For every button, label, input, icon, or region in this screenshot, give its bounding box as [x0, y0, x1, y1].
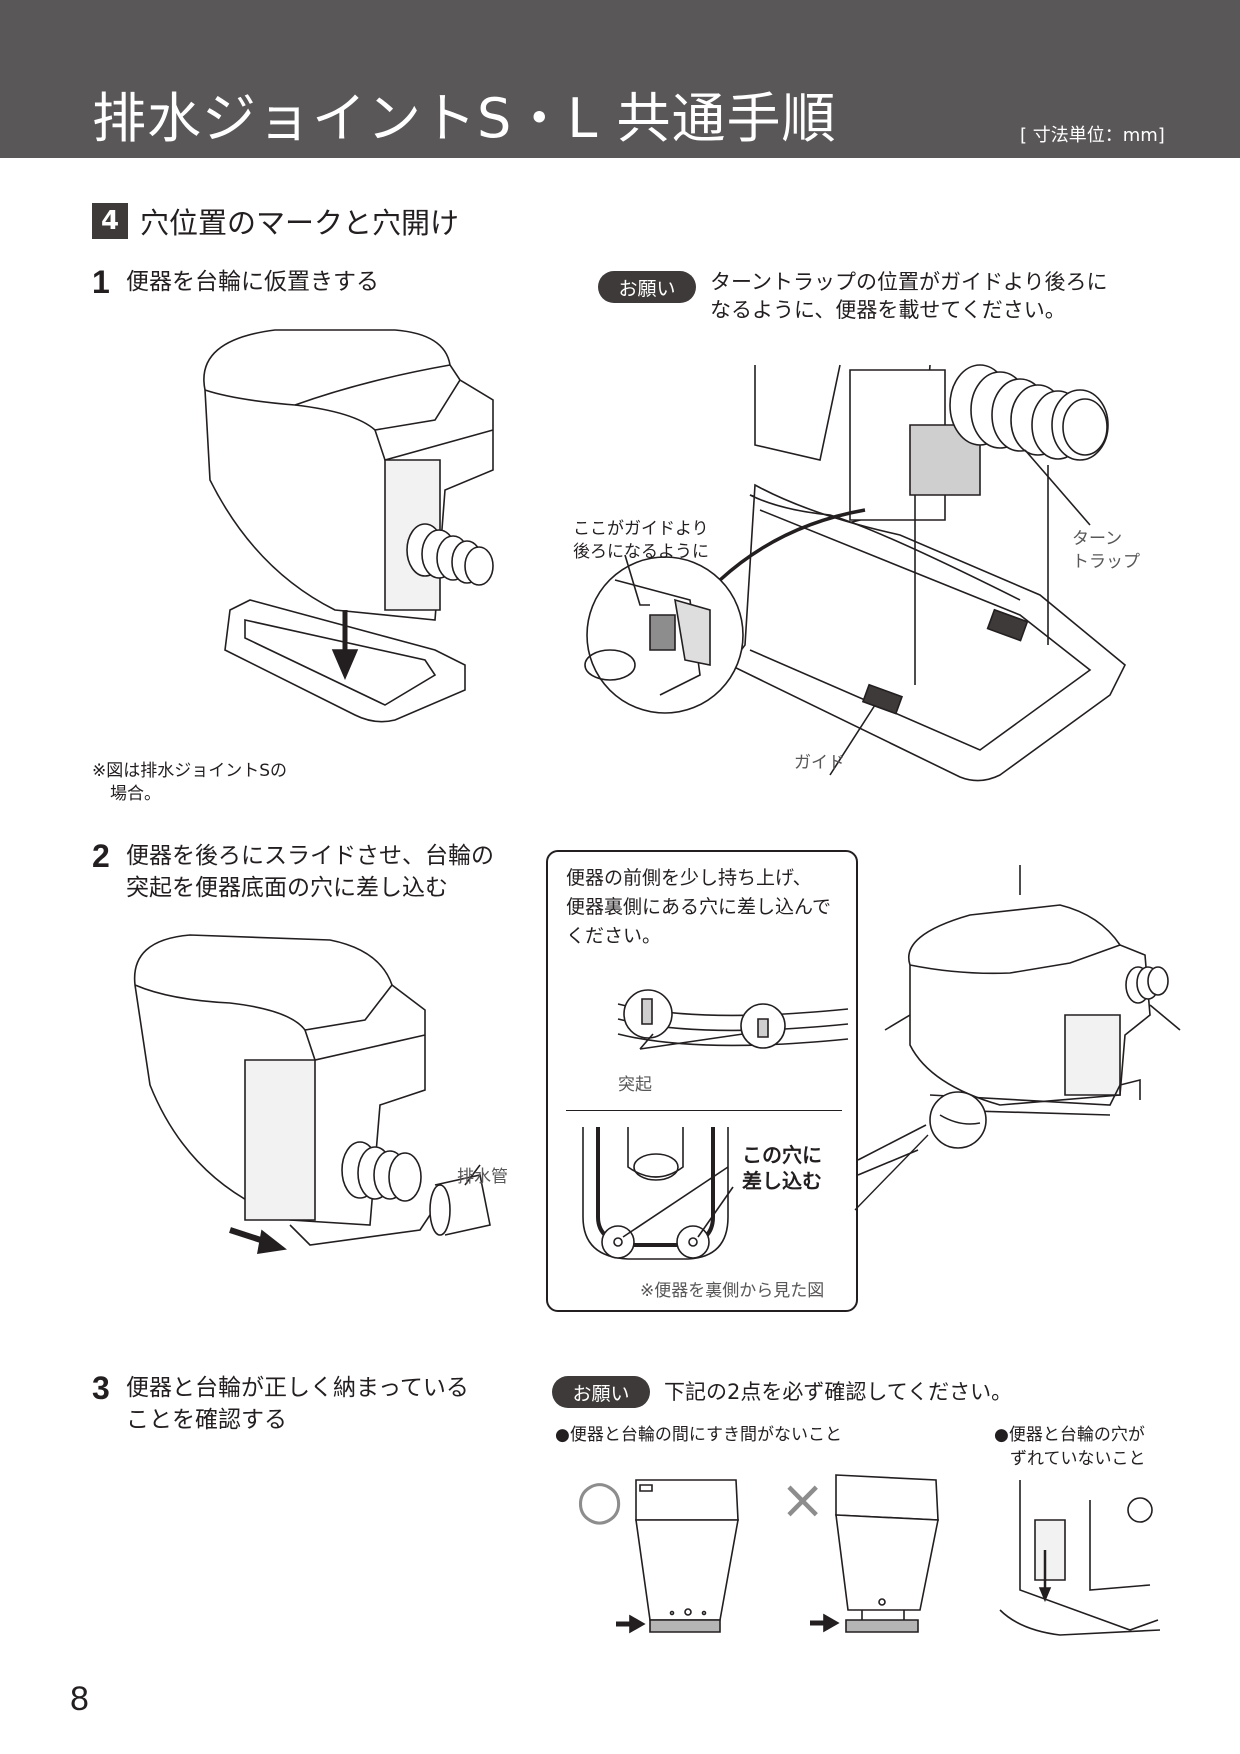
request1-badge: お願い	[598, 271, 696, 303]
instruction-box: 便器の前側を少し持ち上げ、 便器裏側にある穴に差し込んで ください。 突起	[546, 850, 858, 1312]
callout-guide-line1: ここがガイドより	[573, 519, 709, 539]
label-protrusion: 突起	[618, 1075, 652, 1095]
request2-badge: お願い	[552, 1376, 650, 1408]
unit-note: [ 寸法単位：mm]	[1020, 125, 1165, 146]
step1-note-line1: ※図は排水ジョイントSの	[92, 761, 288, 781]
section-title: 穴位置のマークと穴開け	[140, 206, 460, 240]
request1-line2: なるように、便器を載せてください。	[710, 298, 1066, 322]
check2-line2: ずれていないこと	[1010, 1449, 1146, 1469]
lifted-toilet-illustration	[860, 865, 1190, 1165]
check1-text: ●便器と台輪の間にすき間がないこと	[555, 1425, 843, 1445]
bad-mark-icon: ×	[780, 1468, 826, 1531]
turntrap-guide-illustration	[580, 365, 1160, 815]
box-divider	[566, 1110, 842, 1111]
box-line2: 便器裏側にある穴に差し込んで	[566, 896, 832, 918]
label-guide: ガイド	[794, 753, 845, 773]
page-title: 排水ジョイントS・L 共通手順	[92, 87, 837, 150]
step1-text: 便器を台輪に仮置きする	[126, 269, 379, 295]
label-hole-line2: 差し込む	[742, 1169, 822, 1193]
request1-line1: ターントラップの位置がガイドより後ろに	[710, 270, 1108, 294]
box-line1: 便器の前側を少し持ち上げ、	[566, 867, 812, 889]
page-number: 8	[70, 1680, 89, 1718]
underside-detail	[578, 1127, 758, 1277]
step2-line1: 便器を後ろにスライドさせ、台輪の	[126, 843, 494, 869]
step2-line2: 突起を便器底面の穴に差し込む	[126, 875, 448, 901]
section-number: 4	[92, 203, 128, 239]
label-hole-line1: この穴に	[742, 1143, 822, 1167]
protrusion-detail	[618, 964, 848, 1084]
label-drainpipe: 排水管	[457, 1167, 508, 1187]
good-mark-icon: ○	[576, 1468, 624, 1531]
step1-toilet-illustration	[235, 320, 495, 750]
section-heading: 4 穴位置のマークと穴開け	[92, 200, 459, 242]
step1-number: 1	[92, 264, 110, 300]
page-header: 排水ジョイントS・L 共通手順 [ 寸法単位：mm]	[0, 0, 1240, 158]
request2-text: 下記の2点を必ず確認してください。	[664, 1380, 1013, 1404]
check2-line1: ●便器と台輪の穴が	[994, 1425, 1145, 1445]
box-text: 便器の前側を少し持ち上げ、 便器裏側にある穴に差し込んで ください。	[566, 864, 831, 951]
box-connector-line	[858, 1115, 958, 1205]
box-caption: ※便器を裏側から見た図	[640, 1281, 825, 1301]
step1-note-line2: 場合。	[110, 784, 161, 804]
box-line3: ください。	[566, 925, 662, 947]
callout-guide-line2: 後ろになるように	[573, 542, 709, 562]
hole-alignment-illustration	[1000, 1480, 1160, 1640]
bad-fit-illustration	[812, 1475, 942, 1635]
label-turntrap-line1: ターン	[1072, 529, 1123, 549]
good-fit-illustration	[620, 1480, 740, 1630]
step3-number: 3	[92, 1370, 110, 1406]
step2-slide-illustration	[130, 925, 530, 1265]
step2-number: 2	[92, 838, 110, 874]
label-turntrap-line2: トラップ	[1072, 552, 1140, 572]
step3-line1: 便器と台輪が正しく納まっている	[126, 1375, 469, 1401]
step3-line2: ことを確認する	[126, 1407, 287, 1433]
